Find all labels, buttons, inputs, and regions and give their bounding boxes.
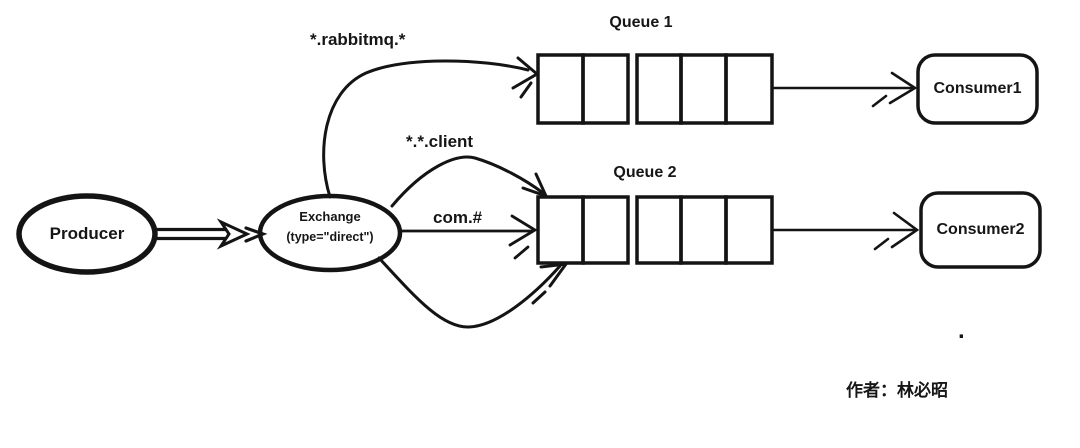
binding-bottom-curve [377,256,570,329]
queue1-box [536,53,774,125]
exchange-title: Exchange [299,209,361,224]
producer-to-exchange-arrow [155,218,268,250]
stray-dot: . [958,317,965,344]
author-credit: 作者：林必昭 [846,381,948,400]
producer-ellipse [16,193,158,275]
arrowhead-icon [508,214,538,247]
queue1-title: Queue 1 [609,14,673,31]
queue2-to-consumer2-arrow [770,211,920,251]
hollow-arrowhead-icon [216,218,251,250]
arrowhead-icon [888,71,918,105]
exchange-label: Exchange (type="direct") [260,206,400,248]
binding-com-arrow [399,214,538,260]
binding-rabbitmq-curve [322,56,540,199]
arrowhead-icon [890,211,920,249]
queue2-title: Queue 2 [613,164,677,181]
consumer1-box [916,53,1039,125]
exchange-type-label: (type="direct") [286,230,374,244]
consumer1-label: Consumer1 [933,80,1022,97]
consumer2-box [919,191,1042,269]
queue1-to-consumer1-arrow [770,71,918,108]
routing-key-com: com.# [433,208,483,227]
queue2-box [536,195,774,265]
consumer2-label: Consumer2 [936,221,1025,238]
producer-label: Producer [49,224,125,243]
routing-key-client: *.*.client [406,132,474,151]
arrowhead-icon [511,56,540,90]
routing-key-rabbitmq: *.rabbitmq.* [310,30,406,49]
binding-client-curve [390,155,549,208]
